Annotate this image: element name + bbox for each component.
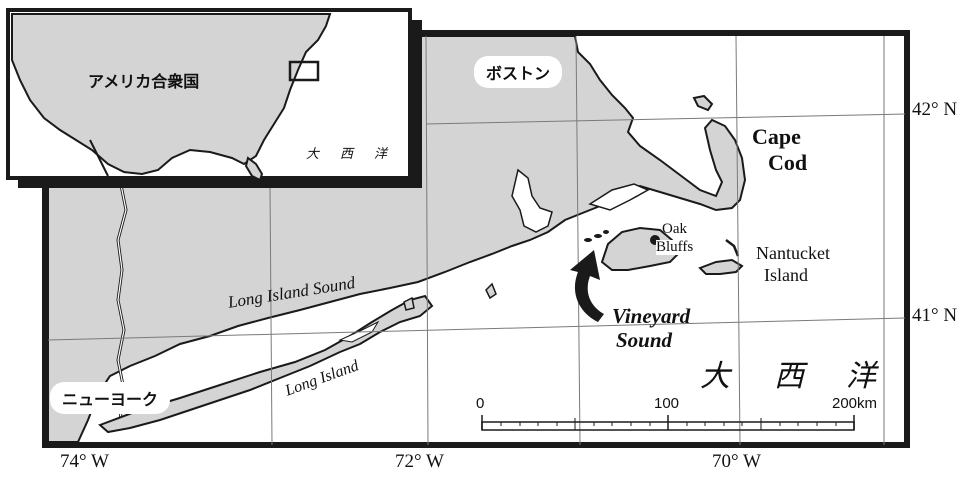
graticule [47, 35, 906, 446]
inset-baja [89, 139, 109, 177]
current-arrow [570, 250, 604, 322]
islet-3 [584, 238, 592, 242]
label-oak: Oak [662, 221, 687, 237]
inset-locator [288, 60, 320, 82]
inset-ocean-char-2: 西 [340, 147, 354, 162]
city-label-new-york: ニューヨーク [50, 382, 171, 414]
islet-1 [485, 282, 497, 300]
scale-tick-200: 200km [832, 395, 878, 412]
cape-cod-tip [692, 94, 714, 112]
lon-label-72w: 72° W [395, 451, 444, 472]
inset-ocean-char-1: 大 [306, 147, 320, 162]
nantucket-hook [725, 239, 740, 257]
inset-ocean-char-3: 洋 [374, 147, 388, 162]
lat-label-41n: 41° N [912, 305, 958, 326]
label-cape: Cape [752, 124, 801, 149]
narragansett-bay [511, 168, 553, 233]
hudson-river-inner [117, 179, 127, 421]
lon-label-70w: 70° W [712, 451, 761, 472]
scale-tick-100: 100 [654, 395, 680, 412]
nantucket [698, 258, 744, 275]
islet-2 [403, 296, 415, 311]
scale-tick-0: 0 [476, 395, 485, 412]
label-island: Island [764, 265, 808, 285]
city-label-boston: ボストン [474, 56, 563, 88]
inset-label-usa: アメリカ合衆国 [88, 72, 200, 91]
inset-florida [244, 156, 264, 182]
ocean-char-3: 洋 [846, 359, 876, 394]
islet-4 [594, 234, 602, 238]
label-bluffs: Bluffs [656, 239, 694, 255]
buzzards-bay [588, 183, 650, 211]
lon-label-74w: 74° W [60, 451, 109, 472]
scale-bar [481, 415, 855, 431]
lat-label-42n: 42° N [912, 99, 958, 120]
islet-5 [603, 230, 609, 234]
label-cod: Cod [768, 150, 808, 175]
label-vineyard: Vineyard [612, 304, 691, 328]
ocean-char-1: 大 [700, 359, 730, 394]
label-sound: Sound [616, 328, 673, 352]
ocean-char-2: 西 [774, 359, 804, 394]
label-nantucket: Nantucket [756, 243, 830, 263]
